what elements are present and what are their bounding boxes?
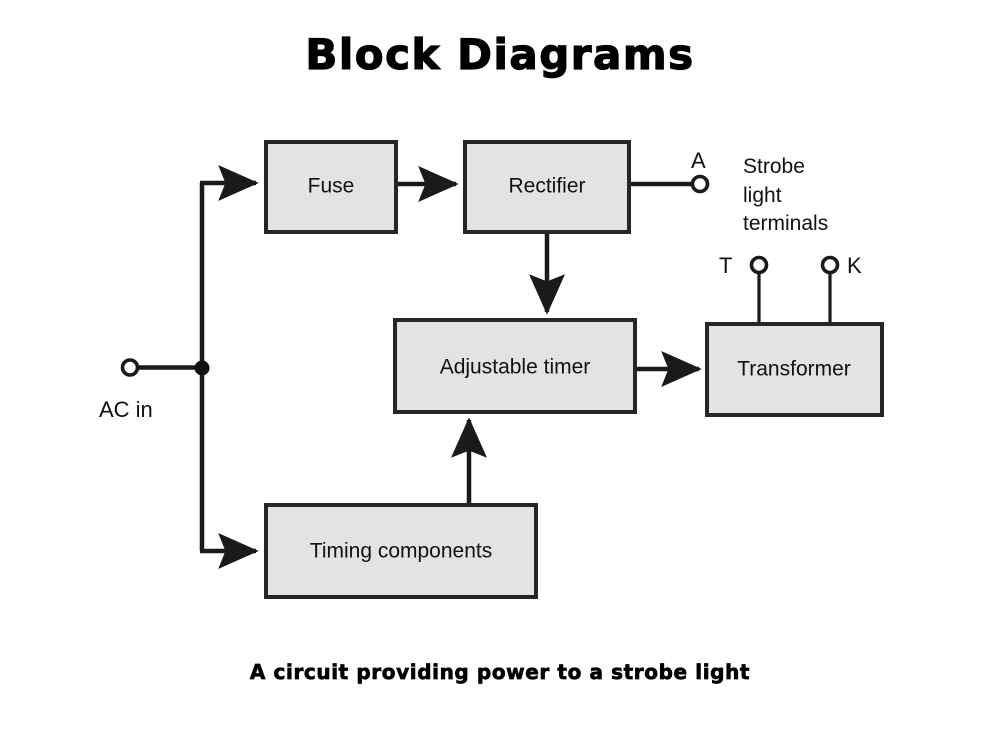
slide-caption: A circuit providing power to a strobe li… <box>249 660 751 685</box>
terminal-k[interactable]: K <box>820 253 863 278</box>
block-adjustable-timer-label: Adjustable timer <box>440 356 591 379</box>
strobe-terminals-line-3: terminals <box>743 212 828 235</box>
terminal-ac-in[interactable]: AC in <box>99 358 153 422</box>
block-rectifier-label: Rectifier <box>508 175 585 198</box>
terminal-t[interactable]: T <box>719 253 769 278</box>
terminal-ac-in-label: AC in <box>99 397 153 422</box>
junction-dot <box>194 360 210 376</box>
block-timing-components-label: Timing components <box>310 540 492 563</box>
strobe-terminals-line-2: light <box>743 184 782 207</box>
terminal-k-label: K <box>847 253 862 278</box>
strobe-terminals-line-1: Strobe <box>743 155 805 178</box>
terminal-t-label: T <box>719 253 732 278</box>
block-fuse[interactable]: Fuse <box>264 140 398 234</box>
block-transformer[interactable]: Transformer <box>705 322 884 417</box>
block-adjustable-timer[interactable]: Adjustable timer <box>393 318 637 414</box>
terminal-a-label: A <box>691 148 706 173</box>
block-fuse-label: Fuse <box>308 175 355 198</box>
block-transformer-label: Transformer <box>737 358 851 381</box>
annotation-strobe-light-terminals: Strobe light terminals <box>743 155 828 235</box>
page-title: Block Diagrams <box>305 29 695 79</box>
block-rectifier[interactable]: Rectifier <box>463 140 631 234</box>
terminal-a[interactable]: A <box>690 148 710 194</box>
block-timing-components[interactable]: Timing components <box>264 503 538 599</box>
